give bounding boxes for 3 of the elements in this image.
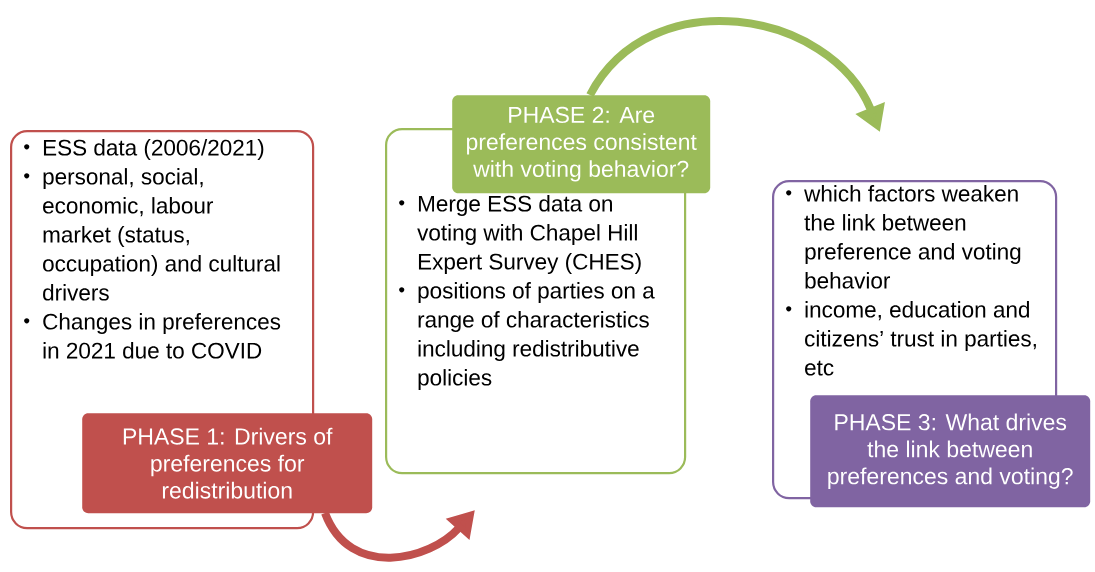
phase-label: PHASE 3: What drives the link between preferences and voting? xyxy=(810,395,1091,508)
phase-label: PHASE 1: Drivers of preferences for redistribution xyxy=(82,413,373,514)
phase-label: PHASE 2: Are preferences consistent with voting behavior? xyxy=(452,95,711,194)
